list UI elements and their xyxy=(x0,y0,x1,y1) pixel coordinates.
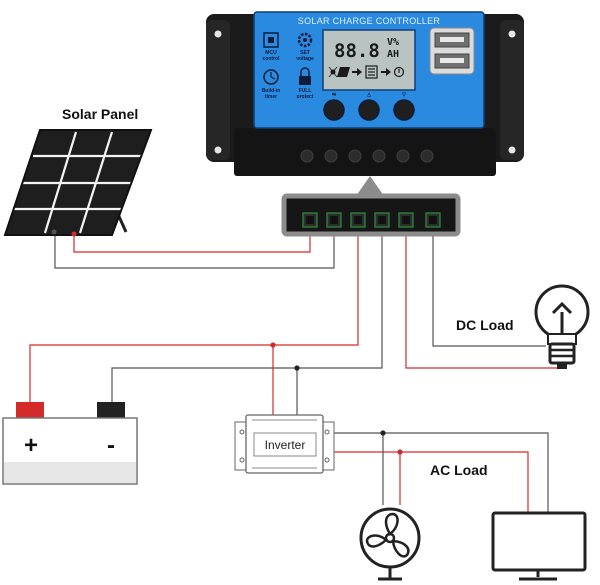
up-arrow-icon: △ xyxy=(366,92,371,98)
ac-positive-wire xyxy=(333,451,529,512)
svg-text:MCU: MCU xyxy=(265,50,277,56)
lcd-screen xyxy=(322,29,416,91)
fan-icon xyxy=(359,507,421,581)
menu-button[interactable] xyxy=(323,99,345,121)
mcu-chip-icon: MCU control xyxy=(263,32,281,62)
lcd-status-icons xyxy=(328,65,405,79)
ac-load-label: AC Load xyxy=(430,462,488,478)
battery-minus-sign: - xyxy=(107,432,115,459)
down-button[interactable] xyxy=(393,99,415,121)
dc-load-positive-wire xyxy=(405,232,560,369)
solar-panel-label: Solar Panel xyxy=(62,106,138,122)
callout-pointer xyxy=(356,176,384,196)
charge-controller: SOLAR CHARGE CONTROLLER MCU control SET … xyxy=(206,11,524,176)
svg-text:Build-in: Build-in xyxy=(262,88,281,94)
lcd-unit-bottom: AH xyxy=(387,49,399,60)
inverter-label: Inverter xyxy=(265,438,306,452)
control-buttons: ⇆ △ ▽ xyxy=(263,91,461,122)
dc-load-bulb xyxy=(534,284,590,369)
lock-icon: FULL protect xyxy=(297,67,314,100)
ac-negative-wire xyxy=(333,432,549,512)
usb-ports xyxy=(429,27,475,75)
wiring xyxy=(29,230,560,512)
solar-negative-wire xyxy=(54,230,335,269)
menu-icon: ⇆ xyxy=(332,91,337,98)
battery-negative-terminal xyxy=(97,402,125,418)
svg-text:SET: SET xyxy=(300,50,310,56)
controller-terminals xyxy=(300,149,434,163)
battery-positive-wire xyxy=(29,232,359,402)
battery: + - xyxy=(2,402,138,485)
mount-ear-left xyxy=(206,20,230,160)
svg-text:voltage: voltage xyxy=(296,56,314,62)
svg-text:timer: timer xyxy=(265,94,277,100)
down-arrow-icon: ▽ xyxy=(401,92,406,98)
battery-negative-wire xyxy=(111,232,383,402)
mount-ear-right xyxy=(500,20,524,160)
monitor-icon xyxy=(491,511,587,581)
gear-icon: SET voltage xyxy=(296,32,314,62)
solar-positive-wire xyxy=(73,232,311,253)
svg-text:control: control xyxy=(263,56,281,62)
controller-title: SOLAR CHARGE CONTROLLER xyxy=(298,16,441,26)
up-button[interactable] xyxy=(358,99,380,121)
terminal-strip xyxy=(281,193,461,237)
lcd-unit-top: V% xyxy=(387,37,399,48)
battery-positive-terminal xyxy=(16,402,44,418)
dc-load-label: DC Load xyxy=(456,317,514,333)
solar-panel xyxy=(3,129,153,237)
battery-plus-sign: + xyxy=(24,432,38,459)
svg-text:protect: protect xyxy=(297,94,314,100)
junction-dots xyxy=(270,342,403,455)
dc-load-negative-wire xyxy=(432,232,546,347)
inverter: Inverter xyxy=(234,414,335,474)
clock-icon: Build-in timer xyxy=(262,69,281,100)
svg-text:FULL: FULL xyxy=(299,88,312,94)
lcd-value: 88.8 xyxy=(334,40,380,62)
